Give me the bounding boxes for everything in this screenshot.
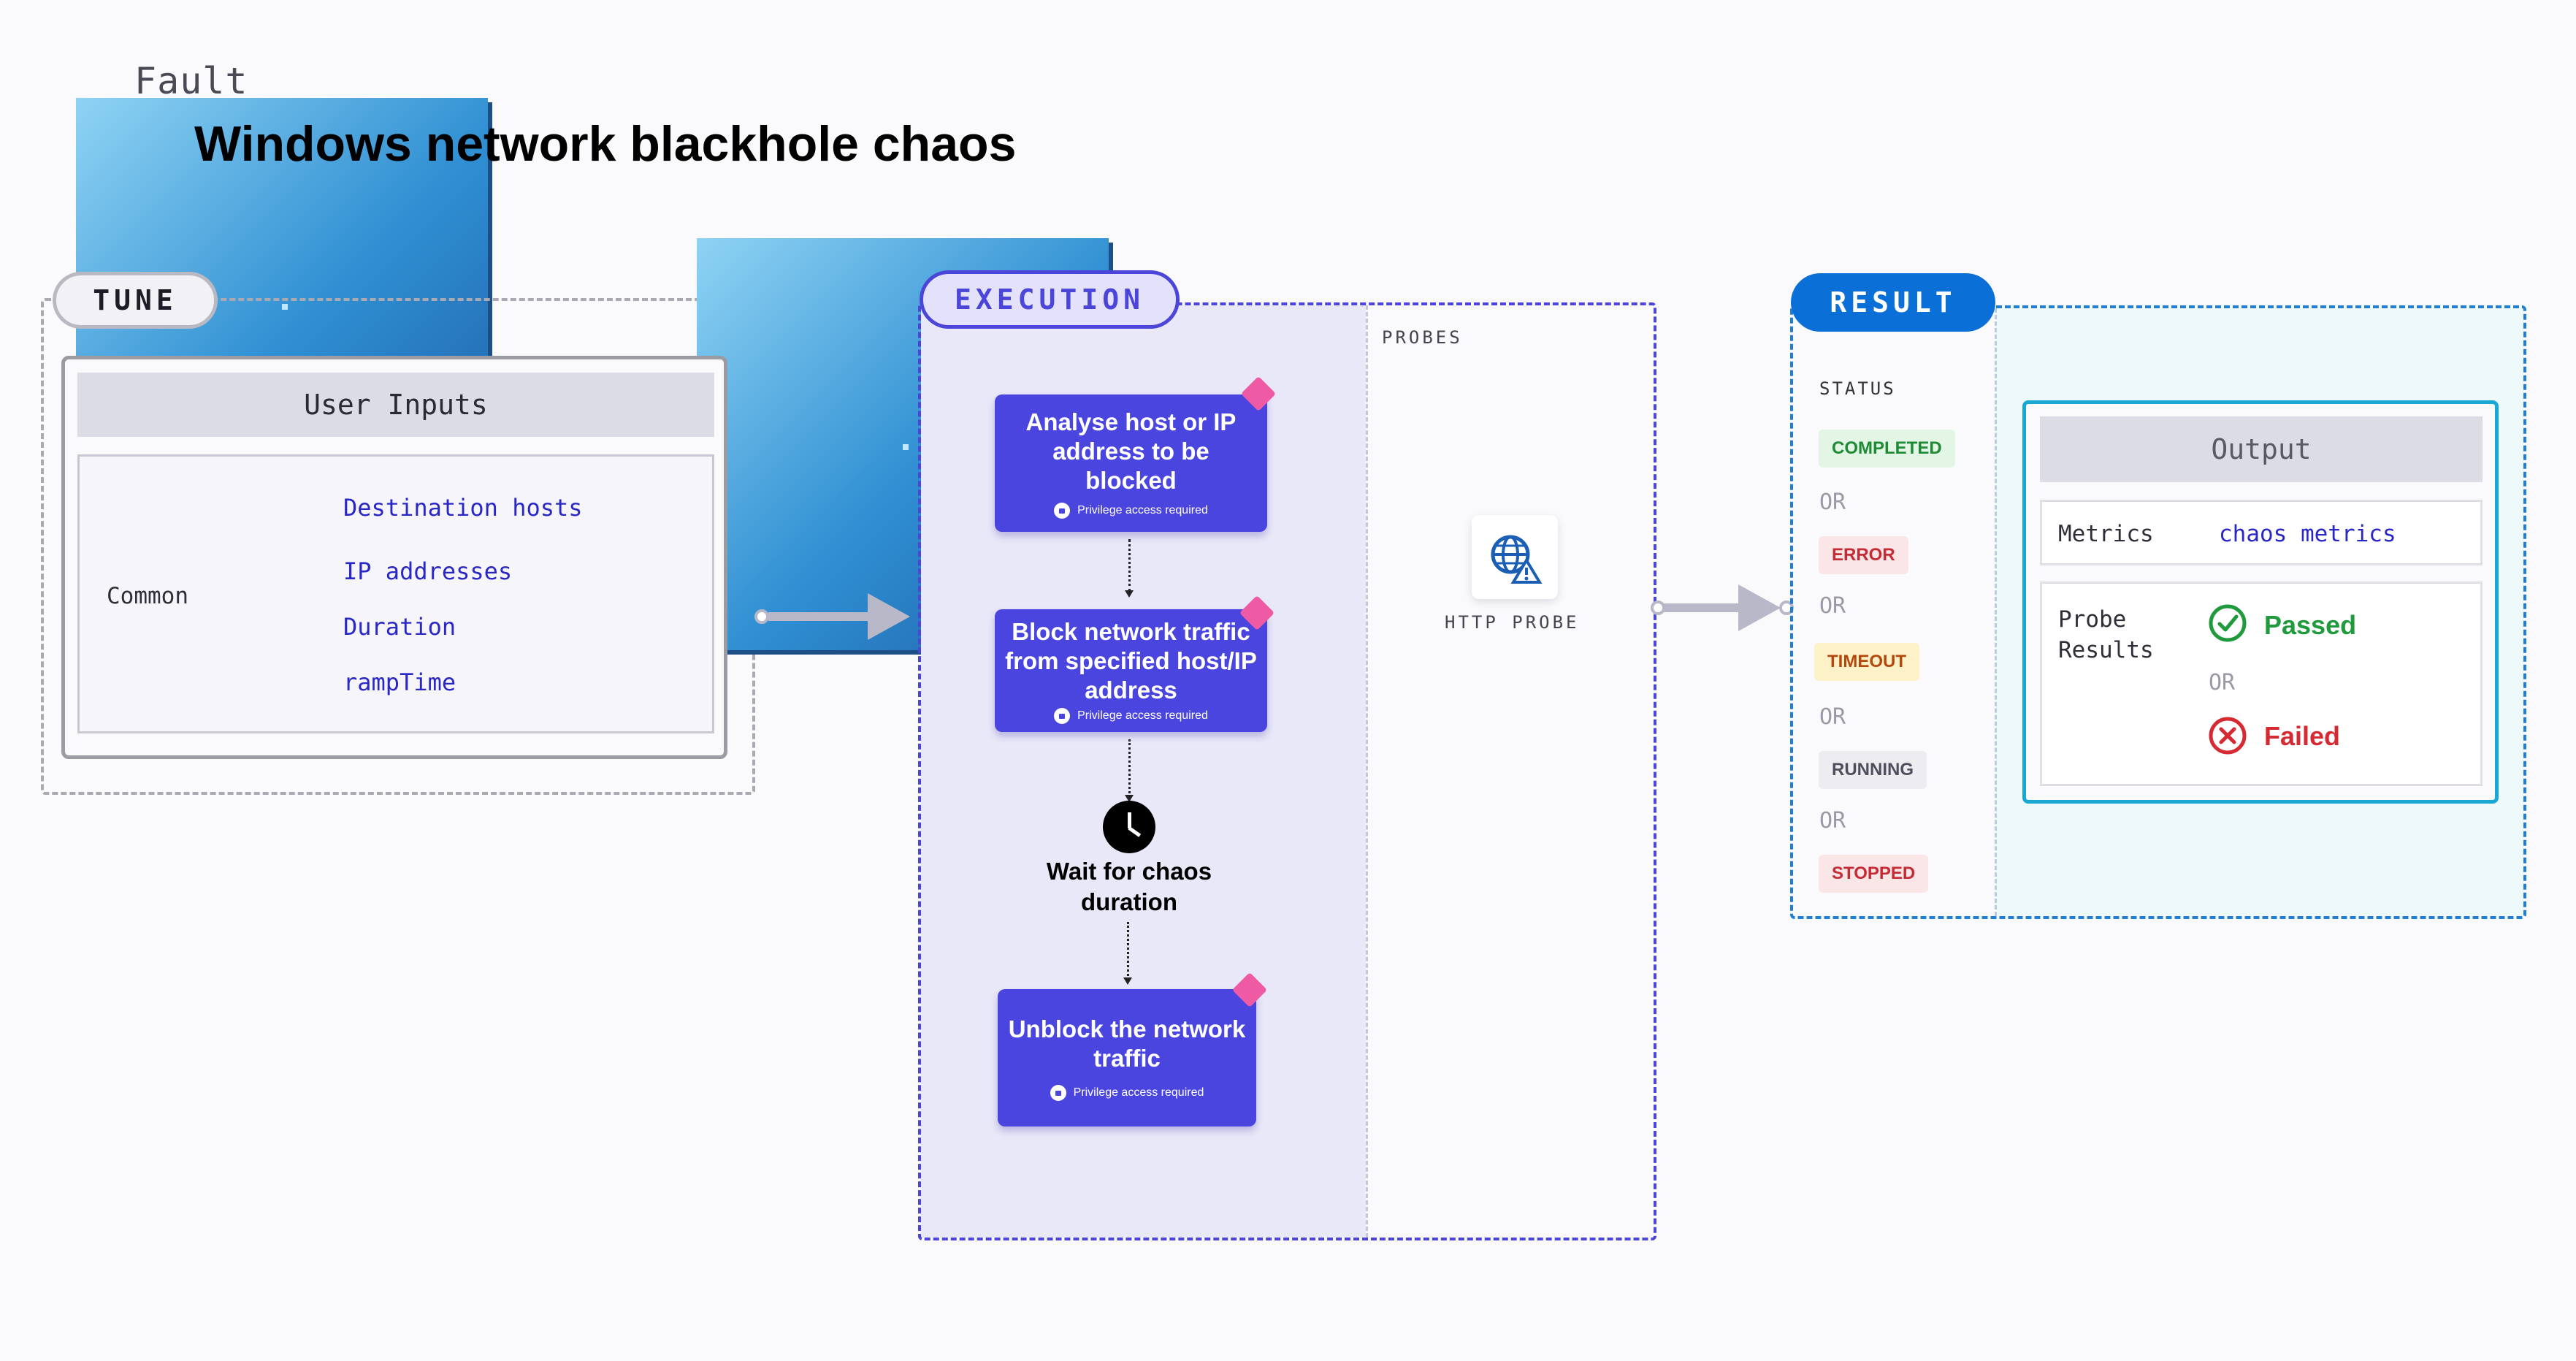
tune-label: TUNE	[53, 272, 218, 329]
flow-arrow-head	[868, 593, 910, 640]
connector-dot	[1651, 601, 1665, 615]
step-title: Unblock the network traffic	[1008, 1015, 1246, 1072]
param-group-label: Common	[107, 583, 188, 609]
step-analyse-target: Analyse host or IP address to be blocked…	[995, 394, 1267, 532]
step-title: Analyse host or IP address to be blocked	[1025, 408, 1237, 494]
flow-connector-tip	[1125, 795, 1134, 802]
result-label: RESULT	[1791, 273, 1995, 332]
clock-icon	[1103, 801, 1155, 853]
flow-connector	[1128, 539, 1131, 592]
step-unblock-traffic: Unblock the network traffic Privilege ac…	[998, 989, 1256, 1126]
param-destination-hosts: Destination hosts	[343, 494, 583, 522]
page-title: Windows network blackhole chaos	[194, 116, 1017, 172]
privilege-note: Privilege access required	[1077, 709, 1208, 722]
status-error-badge: ERROR	[1819, 536, 1908, 574]
result-panel	[1790, 305, 2526, 919]
execution-panel	[918, 302, 1656, 1240]
execution-label: EXECUTION	[920, 270, 1180, 329]
flow-connector	[1127, 922, 1129, 980]
or-separator: OR	[1819, 593, 1846, 619]
param-ramptime: rampTime	[343, 668, 456, 696]
fault-label: Fault	[134, 60, 248, 102]
or-separator: OR	[1819, 808, 1846, 834]
param-duration: Duration	[343, 613, 456, 641]
status-timeout-badge: TIMEOUT	[1814, 643, 1919, 681]
status-completed-badge: COMPLETED	[1819, 430, 1955, 468]
user-inputs-title: User Inputs	[77, 373, 714, 437]
http-probe-card	[1472, 515, 1558, 599]
wait-step-label: Wait for chaos duration	[1046, 858, 1212, 915]
failed-label: Failed	[2264, 721, 2341, 751]
probe-results-row: Probe Results Passed OR Failed	[2040, 582, 2483, 786]
status-stopped-badge: STOPPED	[1819, 855, 1929, 893]
globe-warning-icon	[1491, 535, 1543, 584]
or-separator: OR	[1819, 704, 1846, 730]
flow-connector-tip	[1125, 590, 1134, 598]
x-circle-icon	[2209, 717, 2247, 755]
output-title: Output	[2040, 416, 2483, 482]
flow-arrow-line	[768, 612, 869, 621]
status-label: STATUS	[1819, 378, 1896, 399]
metrics-label: Metrics	[2058, 521, 2154, 547]
lock-icon	[1054, 503, 1071, 519]
flow-arrow-line	[1664, 603, 1740, 612]
privilege-note: Privilege access required	[1077, 504, 1208, 516]
lock-icon	[1050, 1085, 1066, 1101]
check-circle-icon	[2209, 604, 2247, 642]
passed-label: Passed	[2264, 610, 2357, 640]
probes-label: PROBES	[1382, 327, 1463, 348]
param-ip-addresses: IP addresses	[343, 557, 513, 585]
step-block-traffic: Block network traffic from specified hos…	[995, 609, 1267, 732]
privilege-note: Privilege access required	[1073, 1086, 1204, 1099]
flow-connector-tip	[1123, 977, 1132, 985]
metrics-value: chaos metrics	[2219, 521, 2396, 547]
probe-results-label: Probe Results	[2058, 606, 2154, 663]
or-separator: OR	[2209, 670, 2236, 695]
probes-divider	[1366, 305, 1368, 1238]
flow-arrow-head	[1738, 584, 1781, 631]
result-divider	[1995, 308, 1997, 916]
lock-icon	[1054, 708, 1071, 724]
step-title: Block network traffic from specified hos…	[1005, 618, 1257, 704]
status-running-badge: RUNNING	[1819, 751, 1927, 789]
connector-dot	[754, 609, 769, 624]
flow-connector	[1128, 739, 1131, 798]
http-probe-label: HTTP PROBE	[1445, 612, 1580, 633]
user-inputs-body	[77, 454, 714, 733]
or-separator: OR	[1819, 489, 1846, 515]
metrics-row: Metrics chaos metrics	[2040, 500, 2483, 565]
